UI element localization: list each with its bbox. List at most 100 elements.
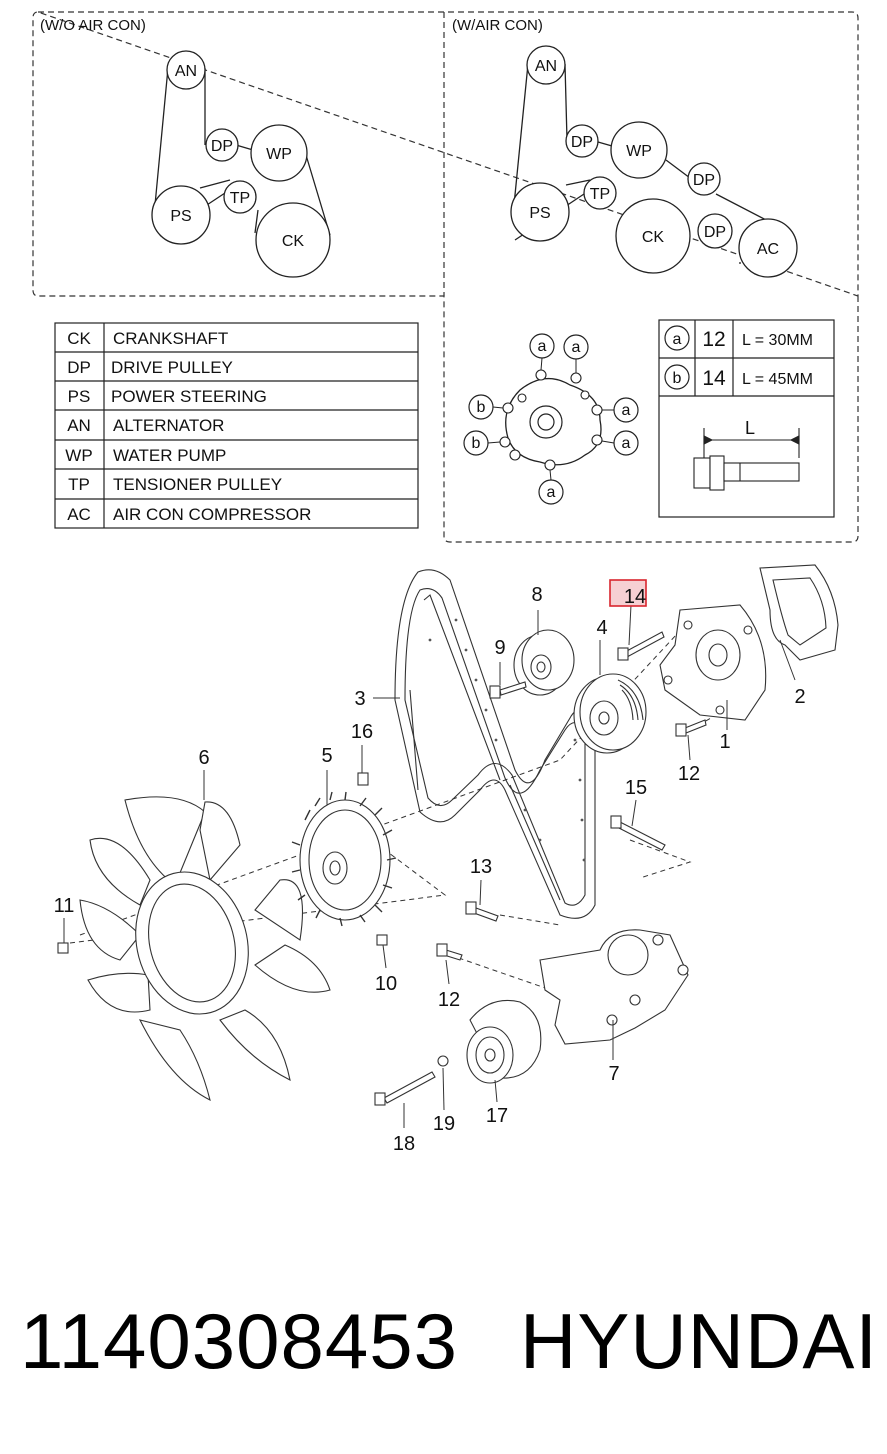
callout-7[interactable]: 7 bbox=[608, 1063, 619, 1085]
callout-19[interactable]: 19 bbox=[433, 1113, 455, 1135]
callout-18[interactable]: 18 bbox=[393, 1133, 415, 1155]
bolt-dimension-drawing bbox=[693, 428, 800, 491]
highlighted-callout-box bbox=[609, 579, 647, 607]
pulley-label: DP bbox=[571, 134, 593, 151]
pulley-ps bbox=[510, 182, 570, 242]
bolt-spec-length: L = 30MM bbox=[742, 332, 813, 349]
pulley-an bbox=[166, 50, 206, 90]
callout-4[interactable]: 4 bbox=[596, 617, 607, 639]
water-pump-pulley bbox=[573, 673, 647, 754]
callout-16[interactable]: 16 bbox=[351, 721, 373, 743]
pulley-label: AN bbox=[535, 58, 557, 75]
callout-12[interactable]: 12 bbox=[678, 763, 700, 785]
pulley-an bbox=[526, 45, 566, 85]
pulley-label: DP bbox=[704, 224, 726, 241]
bolt-position-label: b bbox=[472, 435, 481, 452]
callout-13[interactable]: 13 bbox=[470, 856, 492, 878]
legend-code: WP bbox=[65, 446, 92, 465]
pulley-dp bbox=[565, 124, 599, 158]
callout-8[interactable]: 8 bbox=[531, 584, 542, 606]
legend-code: CK bbox=[67, 329, 91, 348]
exploded-view: 1 2 3 4 5 6 7 8 9 10 11 12 12 13 14 15 1… bbox=[54, 564, 839, 1155]
legend-name: ALTERNATOR bbox=[113, 416, 224, 435]
pulley-tp bbox=[583, 176, 617, 210]
callout-5[interactable]: 5 bbox=[321, 745, 332, 767]
callout-11[interactable]: 11 bbox=[54, 895, 75, 917]
pulley-label: TP bbox=[230, 190, 250, 207]
bolt-spec-key: a bbox=[673, 331, 682, 348]
pulley-wp bbox=[610, 121, 668, 179]
legend-code: TP bbox=[68, 475, 90, 494]
legend-table: CK CRANKSHAFT DP DRIVE PULLEY PS POWER S… bbox=[54, 322, 419, 529]
callout-6[interactable]: 6 bbox=[198, 747, 209, 769]
callout-10[interactable]: 10 bbox=[375, 973, 397, 995]
bolt-spec-length: L = 45MM bbox=[742, 371, 813, 388]
pulley-dp bbox=[687, 162, 721, 196]
pulley-label: CK bbox=[282, 233, 305, 250]
belt-routing-with-ac: AN DP WP DP PS TP CK DP AC bbox=[510, 45, 798, 278]
pulley-ck bbox=[615, 198, 691, 274]
legend-name: TENSIONER PULLEY bbox=[113, 475, 282, 494]
pulley-wp bbox=[250, 124, 308, 182]
bolt-spec-part: 12 bbox=[702, 328, 725, 351]
callout-leaders bbox=[63, 604, 796, 1128]
callout-2[interactable]: 2 bbox=[794, 686, 805, 708]
belt-routing-without-ac: AN DP WP TP PS CK bbox=[151, 50, 331, 278]
water-pump-gasket bbox=[759, 564, 839, 661]
belt-routing-frame bbox=[32, 11, 859, 543]
callout-14[interactable]: 14 bbox=[624, 586, 646, 608]
pulley-label: DP bbox=[693, 172, 715, 189]
fan-clutch bbox=[291, 791, 397, 927]
pulley-ac bbox=[738, 218, 798, 278]
auto-tensioner bbox=[466, 999, 542, 1084]
bolt-spec-key: b bbox=[673, 370, 682, 387]
legend-code: AC bbox=[67, 505, 91, 524]
section-title-with-ac: (W/AIR CON) bbox=[452, 17, 543, 34]
bolt-position-label: a bbox=[622, 402, 631, 419]
callout-9[interactable]: 9 bbox=[494, 637, 505, 659]
callout-17[interactable]: 17 bbox=[486, 1105, 508, 1127]
pulley-ps bbox=[151, 185, 211, 245]
bolts bbox=[57, 631, 707, 1106]
pulley-dp bbox=[697, 213, 733, 249]
part-number: 1140308453 bbox=[20, 1297, 459, 1385]
water-pump-bolt-pattern: a a b a b a a bbox=[463, 333, 639, 505]
bolt-spec-part: 14 bbox=[702, 367, 726, 390]
drive-belt bbox=[394, 569, 596, 919]
legend-code: PS bbox=[68, 387, 91, 406]
bolt-position-label: a bbox=[572, 339, 581, 356]
pulley-label: DP bbox=[211, 138, 233, 155]
legend-name: POWER STEERING bbox=[111, 387, 267, 406]
callout-12[interactable]: 12 bbox=[438, 989, 460, 1011]
pulley-label: TP bbox=[590, 186, 610, 203]
idler-pulley bbox=[513, 629, 575, 696]
bolt-position-label: b bbox=[477, 399, 486, 416]
pulley-dp bbox=[205, 128, 239, 162]
bolt-dimension-label: L bbox=[745, 418, 755, 438]
callout-1[interactable]: 1 bbox=[719, 731, 730, 753]
section-title-without-ac: (W/O AIR CON) bbox=[40, 17, 146, 34]
pulley-label: CK bbox=[642, 229, 665, 246]
callout-3[interactable]: 3 bbox=[354, 688, 365, 710]
bolt-position-label: a bbox=[538, 338, 547, 355]
bolt-position-label: a bbox=[622, 435, 631, 452]
legend-name: CRANKSHAFT bbox=[113, 329, 228, 348]
legend-code: AN bbox=[67, 416, 91, 435]
water-pump bbox=[659, 604, 767, 721]
parts-diagram: (W/O AIR CON) (W/AIR CON) AN DP WP TP PS… bbox=[32, 11, 859, 1155]
pulley-label: WP bbox=[266, 146, 292, 163]
bolt-position-label: a bbox=[547, 484, 556, 501]
legend-code: DP bbox=[67, 358, 91, 377]
pulley-label: WP bbox=[626, 143, 652, 160]
pulley-tp bbox=[223, 180, 257, 214]
pulley-label: PS bbox=[170, 208, 191, 225]
bolt-spec-table: a 12 L = 30MM b 14 L = 45MM L bbox=[658, 319, 835, 518]
pulley-label: AC bbox=[757, 241, 779, 258]
legend-name: DRIVE PULLEY bbox=[111, 358, 233, 377]
callout-15[interactable]: 15 bbox=[625, 777, 647, 799]
cooling-fan bbox=[79, 796, 331, 1102]
legend-name: AIR CON COMPRESSOR bbox=[113, 505, 311, 524]
tensioner-bracket bbox=[539, 929, 689, 1045]
legend-name: WATER PUMP bbox=[113, 446, 226, 465]
drive-belt-dots bbox=[428, 618, 586, 862]
